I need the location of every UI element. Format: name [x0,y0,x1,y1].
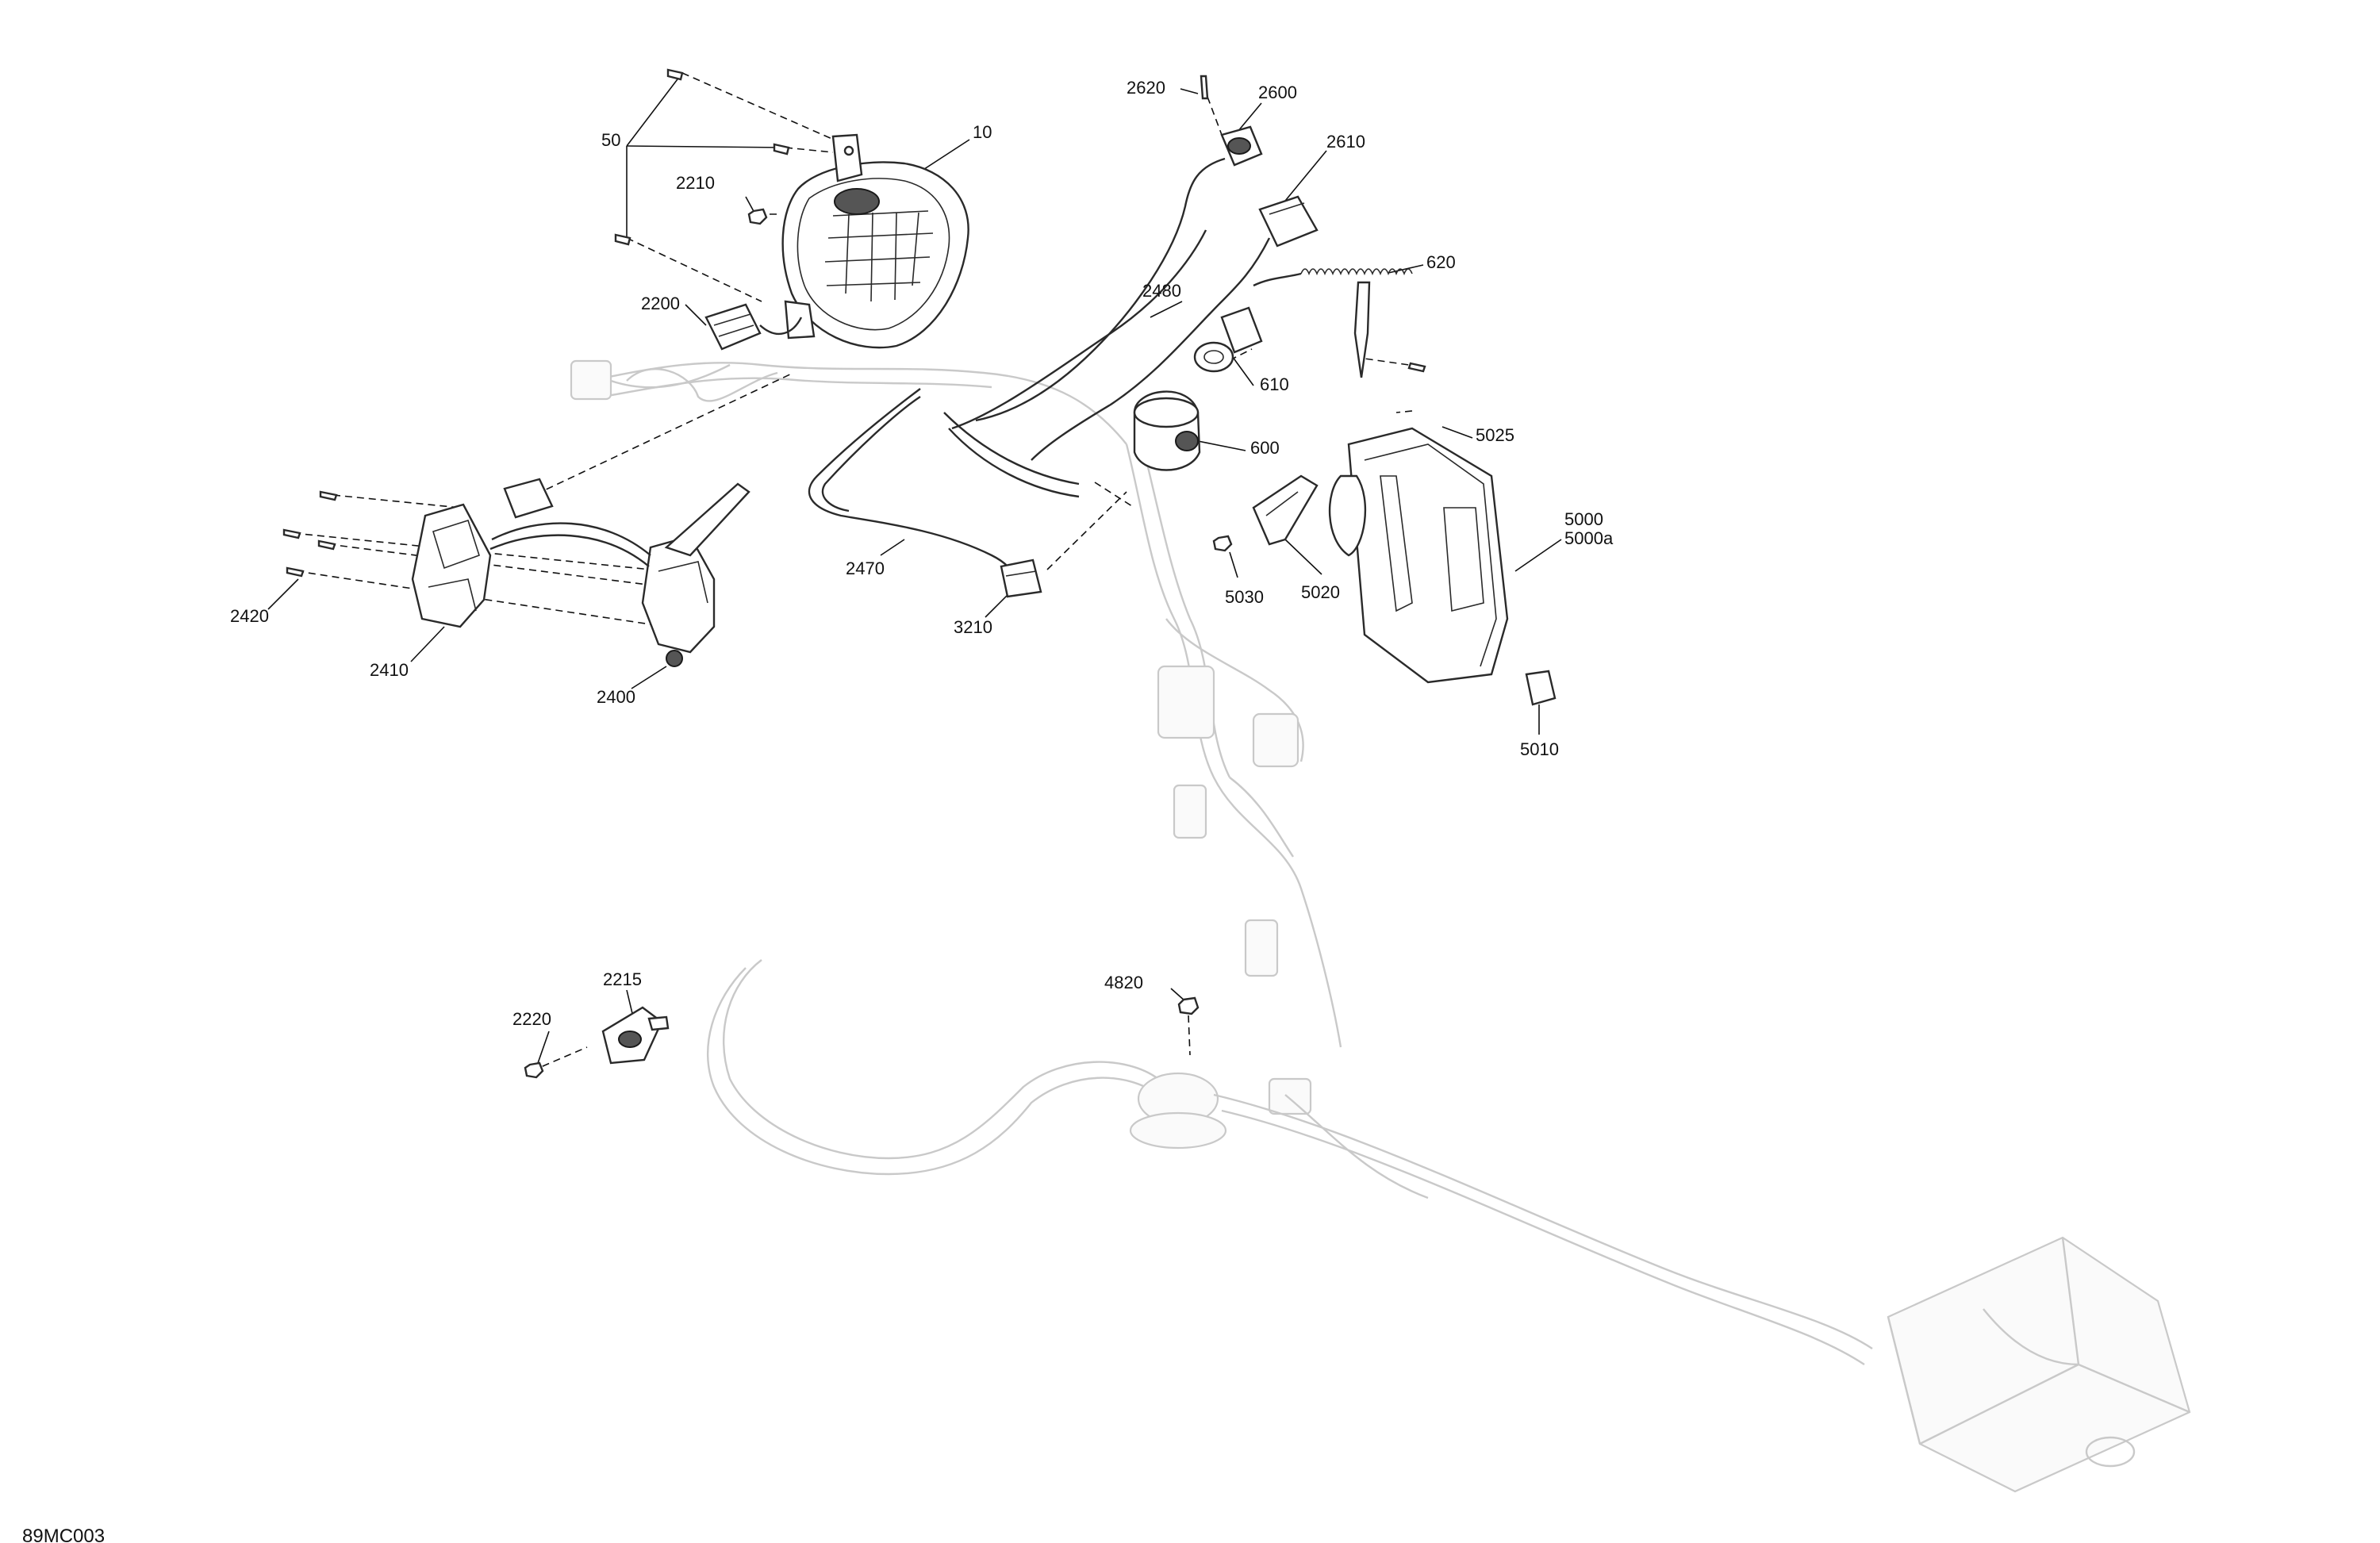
callout-2220: 2220 [512,1009,551,1029]
callout-2620: 2620 [1127,78,1165,98]
callout-2600: 2600 [1258,83,1297,102]
part-10-instrument-cluster [781,133,969,349]
callout-5020: 5020 [1301,582,1340,602]
part-5000-control-module [1328,427,1509,684]
ghost-sensor-base [1129,1111,1227,1150]
part-2200-connector [704,303,803,351]
callout-3210: 3210 [954,617,992,637]
screw-icon [666,68,684,81]
callout-5010: 5010 [1520,739,1559,759]
module-cylinder [1328,474,1367,557]
part-2210-nut [747,208,768,225]
callout-50: 50 [601,130,620,150]
screw-icon [773,143,790,155]
part-4820-nut [1177,996,1200,1015]
callout-2420: 2420 [230,606,269,626]
callout-labels: 10 50 2210 2200 2620 2600 2610 620 2480 … [22,78,1614,1543]
switch-connector [503,478,554,519]
screw-icon [614,233,631,246]
callout-5025: 5025 [1476,425,1514,445]
part-2420-screws [282,490,338,578]
bracket-hole [843,145,854,156]
part-2610-connector [1031,195,1319,461]
part-2215-sensor [601,1006,670,1065]
callout-2410: 2410 [370,660,409,680]
part-600-key-post [1133,390,1201,471]
callout-2480: 2480 [1142,281,1181,301]
callout-610: 610 [1260,374,1289,394]
nut-icon [747,208,768,225]
callout-620: 620 [1426,252,1456,272]
callout-2210: 2210 [676,173,715,193]
ghost-connector [1244,919,1279,977]
callout-2400: 2400 [597,687,635,707]
throttle-lever [664,482,750,557]
main-harness-ghost [570,359,2191,1493]
part-2400-switch-housing-right [489,478,750,667]
ghost-battery-box [1887,1236,2191,1493]
part-5025-screw [1407,362,1426,373]
callout-2470: 2470 [846,558,885,578]
leader-lines [267,72,1562,1064]
tether-key-clip [1353,281,1371,378]
part-50-screws [614,68,790,246]
ghost-connector [1252,712,1299,768]
part-5030-nut [1212,535,1233,552]
callout-5000a: 5000a [1564,528,1614,548]
ghost-connector [1173,784,1207,839]
part-2220-screw [524,1061,544,1079]
cluster-mount-bracket [831,133,863,182]
callout-2610: 2610 [1326,132,1365,152]
ghost-connector-cluster [1157,665,1215,739]
figure-id: 89MC003 [22,1526,105,1543]
callout-10: 10 [973,122,992,142]
callout-2200: 2200 [641,294,680,313]
callout-4820: 4820 [1104,973,1143,992]
callout-5030: 5030 [1225,587,1264,607]
part-2410-switch-housing-left [411,503,492,628]
part-2620-screw [1200,75,1209,100]
part-5010-clip [1525,670,1557,706]
part-3210-connector [1000,558,1042,598]
cluster-logo-badge [834,188,880,215]
ghost-connector [1268,1077,1312,1115]
part-5020-bracket [1252,474,1319,546]
callout-2215: 2215 [603,969,642,989]
part-2600-switch [975,125,1263,422]
part-2470-wire-loop [808,388,1080,578]
part-620-coil-cord [1220,268,1413,378]
callout-5000: 5000 [1564,509,1603,529]
assembly-lines [293,72,1421,1072]
callout-600: 600 [1250,438,1280,458]
ghost-connector [570,359,612,401]
part-610-grommet [1193,341,1234,373]
part-2480-wire [951,229,1207,430]
